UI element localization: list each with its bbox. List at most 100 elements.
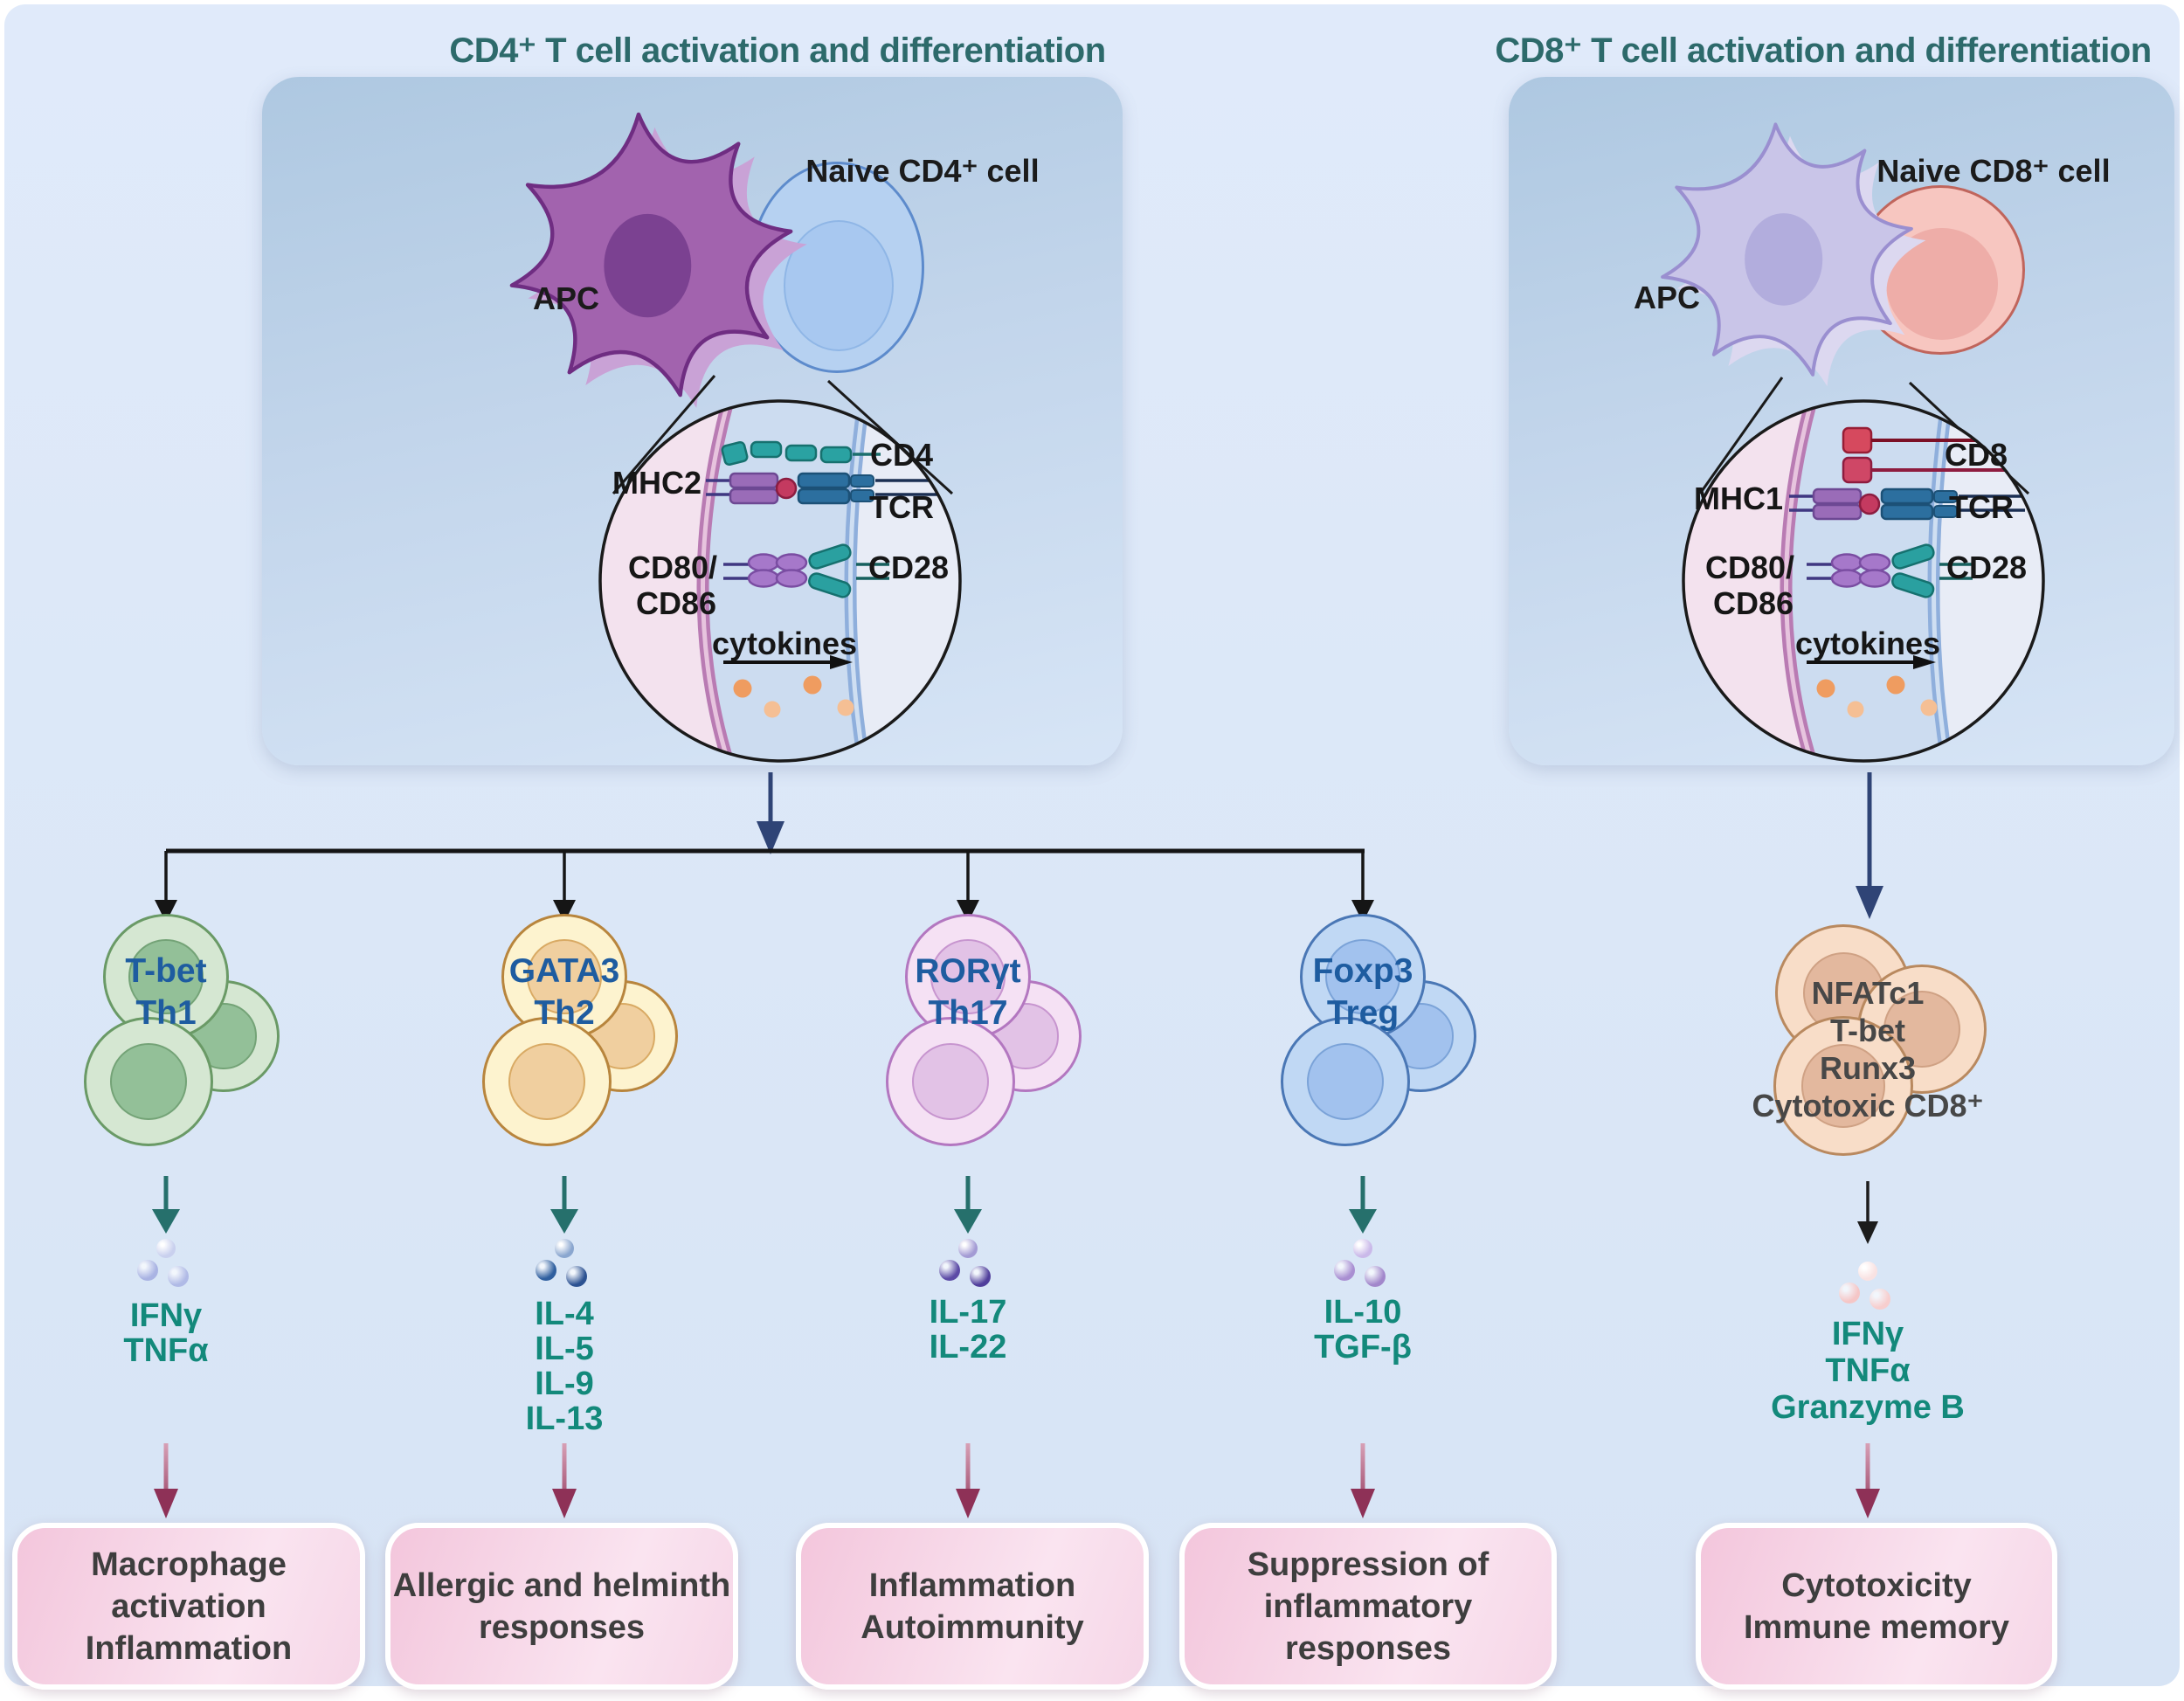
cd4-coreceptor-shape (721, 440, 853, 467)
treg-secretion-arrowhead (1349, 1209, 1377, 1234)
costimulation-complex (723, 543, 889, 598)
cd8-tcr-label: TCR (1949, 489, 2014, 525)
cytokine-dot (733, 679, 752, 698)
cd8-secretion-arrowhead (1857, 1221, 1878, 1244)
treg-outcome-box: Suppression of inflammatory responses (1179, 1523, 1557, 1690)
cytokine-label: IL-5 (535, 1331, 594, 1367)
th17-tf-label: RORγt (915, 952, 1021, 990)
cd4-cd86-label: CD86 (635, 585, 717, 621)
naive-cd4-cell (750, 162, 924, 373)
th2-cytokine-dots (534, 1239, 595, 1293)
costimulation-complex (1807, 543, 1973, 598)
cytokine-dot (764, 701, 781, 718)
cytokine-label: TNFα (123, 1332, 209, 1369)
cd8-cd80-label: CD80/ (1704, 550, 1795, 585)
treg-cytokine-dots (1332, 1239, 1393, 1293)
cytokine-dot (1816, 679, 1835, 698)
cytokine-dot (1920, 699, 1938, 716)
th17-cell (886, 1017, 1015, 1146)
cd8-cd28-label: CD28 (1946, 550, 2028, 585)
th17-cytokine-dots (937, 1239, 999, 1293)
cd8-cytokine-list: IFNγ TNFα Granzyme B (1771, 1316, 1965, 1426)
cd8-cytokine-dots (1837, 1262, 1898, 1316)
outcome-text: responses (478, 1608, 646, 1646)
outcome-text: Inflammation (85, 1629, 293, 1667)
outcome-text: Cytotoxicity (1781, 1566, 1972, 1604)
cd8-coreceptor-shape (1842, 426, 2025, 484)
antigen-peptide (1858, 493, 1881, 515)
magnifier-outline (1682, 399, 2045, 763)
naive-cd8-label: Naive CD8⁺ cell (1876, 153, 2111, 189)
cd8-marker: Cytotoxic CD8⁺ (1752, 1088, 1984, 1124)
cytokine-label: IL-22 (929, 1329, 1007, 1366)
cytokine-label: IL-4 (535, 1296, 594, 1332)
cd8-marker: T-bet (1829, 1013, 1905, 1048)
cd4-cd28-label: CD28 (867, 550, 950, 585)
mhc1-label: MHC1 (1693, 481, 1784, 516)
treg-tf-label: Foxp3 (1312, 952, 1413, 990)
th2-secretion-arrowhead (550, 1209, 578, 1234)
th1-name-label: Th1 (135, 994, 197, 1032)
cytokine-label: TGF-β (1314, 1329, 1412, 1366)
cytokine-label: IL-13 (525, 1400, 604, 1437)
cd8-cd86-label: CD86 (1712, 585, 1794, 621)
th2-name-label: Th2 (534, 994, 595, 1032)
th1-cell (84, 1017, 213, 1146)
cytokine-label: TNFα (1825, 1352, 1911, 1389)
outcome-text: Allergic and helminth (392, 1566, 731, 1604)
th17-branch-arrowhead (957, 900, 979, 923)
cytokine-dot (837, 699, 854, 716)
cd4-cd80-label: CD80/ (627, 550, 718, 585)
cd8-apc-label: APC (1633, 280, 1701, 315)
apc-dendritic-cell-cd4 (509, 112, 807, 408)
th2-cell-cluster (451, 914, 678, 1167)
cytokine-label: IFNγ (129, 1297, 203, 1334)
cd4-zoom-line-left (612, 375, 716, 494)
cd4-tcr-label: TCR (869, 489, 934, 525)
apc-nucleus (604, 213, 692, 318)
th1-tf-label: T-bet (125, 952, 207, 990)
cd4-synapse-inset (598, 399, 962, 763)
cytokine-dot (1847, 701, 1864, 718)
cytokine-label: IL-10 (1324, 1294, 1402, 1331)
cytokine-label: IL-17 (929, 1294, 1007, 1331)
th2-cytokine-list: IL-4 IL-5 IL-9 IL-13 (526, 1296, 604, 1436)
cytokine-dot (803, 675, 822, 695)
cd8-cytokines-label: cytokines (1794, 626, 1941, 661)
cd4-section-title: CD4⁺ T cell activation and differentiati… (449, 31, 1106, 70)
cd8-effector-cell (1773, 1016, 1913, 1156)
cd8-section-title: CD8⁺ T cell activation and differentiati… (1495, 31, 2152, 70)
treg-cell (1300, 914, 1426, 1040)
cd8-differentiation-arrowhead (1856, 886, 1883, 919)
th1-cytokine-list: IFNγ TNFα (123, 1298, 208, 1368)
th1-outcome-box: Macrophage activation Inflammation (12, 1523, 365, 1690)
th1-outcome-arrowhead (154, 1489, 178, 1518)
th17-outcome-arrowhead (956, 1489, 980, 1518)
apc-nucleus (1745, 213, 1823, 306)
treg-name-label: Treg (1326, 994, 1400, 1032)
cd8-coreceptor-label: CD8 (1944, 437, 2008, 473)
outcome-text: Inflammation (868, 1566, 1076, 1604)
treg-cell-cluster (1249, 914, 1476, 1167)
outcome-text: inflammatory responses (1263, 1587, 1473, 1667)
outcome-text: Suppression of (1247, 1545, 1489, 1583)
cd4-apc-label: APC (532, 280, 600, 316)
cd4-differentiation-arrowhead (757, 821, 784, 854)
th17-cell-cluster (854, 914, 1082, 1167)
cd8-marker-list: NFATc1 T-bet Runx3 Cytotoxic CD8⁺ (1752, 974, 1983, 1124)
naive-cd4-label: Naive CD4⁺ cell (805, 153, 1040, 189)
cytokine-label: IFNγ (1831, 1316, 1904, 1352)
treg-cell (1281, 1017, 1410, 1146)
cd8-synapse-inset (1682, 399, 2045, 763)
cytokine-label: IL-9 (535, 1366, 594, 1402)
antigen-peptide (775, 477, 798, 500)
mhc2-tcr-complex (706, 472, 952, 505)
treg-outcome-arrowhead (1351, 1489, 1375, 1518)
cd4-coreceptor-label: CD4 (869, 437, 934, 473)
th2-cell (482, 1017, 612, 1146)
outcome-text: Autoimmunity (860, 1608, 1084, 1646)
th2-outcome-arrowhead (552, 1489, 577, 1518)
th17-secretion-arrowhead (954, 1209, 982, 1234)
cd8-zoom-line-left (1698, 377, 1784, 494)
